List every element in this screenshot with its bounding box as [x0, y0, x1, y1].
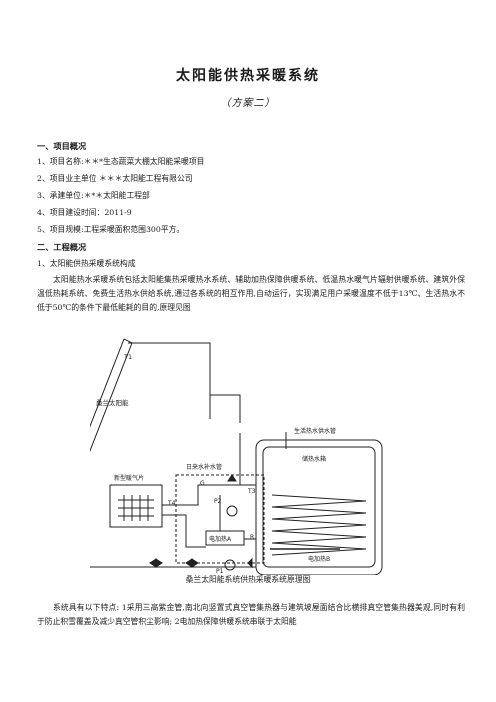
document-subtitle: （方案二） — [220, 98, 276, 109]
domestic-pipe-label: 生活热水供水管 — [294, 427, 336, 435]
list-item: 4、项目建设时间：2011-9 — [37, 208, 132, 217]
diagram-label-t4: T4 — [167, 500, 176, 507]
list-item: 2、项目业主单位 ＊＊＊太阳能工程有限公司 — [37, 174, 193, 183]
radiator-label: 新型暖气片 — [114, 474, 144, 482]
system-description-paragraph: 太阳能热水采暖系统包括太阳能集热采暖热水系统、辅助加热保障供暖系统、低温热水暖气… — [37, 275, 465, 312]
diagram-label-r: R — [250, 534, 254, 541]
list-item: 5、项目规模:工程采暖面积范围300平方。 — [37, 225, 185, 234]
document-title: 太阳能供热采暖系统 — [176, 68, 320, 84]
diagram-label-t3: T3 — [247, 488, 256, 495]
tap-water-label: 日来水补水管 — [186, 463, 222, 471]
diagram-label-g: G — [200, 480, 205, 487]
section1-heading: 一、项目概况 — [37, 141, 87, 151]
section2-subheading: 1、太阳能供热采暖系统构成 — [37, 259, 136, 268]
features-paragraph: 系统具有以下特点: 1采用三高紫金管,南北向竖置式真空管集热器与建筑坡屋面结合比… — [37, 603, 465, 626]
diagram-label-p2: P2 — [214, 498, 222, 505]
heater-b-label: 电加热B — [308, 555, 330, 563]
diagram-label-t1: T1 — [123, 353, 132, 361]
tank-label: 储热水箱 — [302, 455, 326, 463]
figure-caption: 桑兰太阳能系统供热采暖系统原理图 — [185, 575, 311, 584]
diagram-label-p1: P1 — [216, 568, 224, 575]
list-item: 3、承建单位:＊*＊太阳能工程部 — [37, 191, 150, 200]
section2-heading: 二、工程概况 — [37, 242, 87, 252]
collector-label: 桑兰太阳能 — [96, 398, 129, 407]
list-item: 1、项目名称:＊＊*生态蔬菜大棚太阳能采暖项目 — [37, 157, 205, 166]
system-schematic-diagram: T1 T2 T3 T4 桑兰太阳能 新型暖气片 日来水补水管 生活热水供水管 储… — [90, 338, 383, 575]
heater-a-label: 电加热A — [209, 535, 232, 543]
